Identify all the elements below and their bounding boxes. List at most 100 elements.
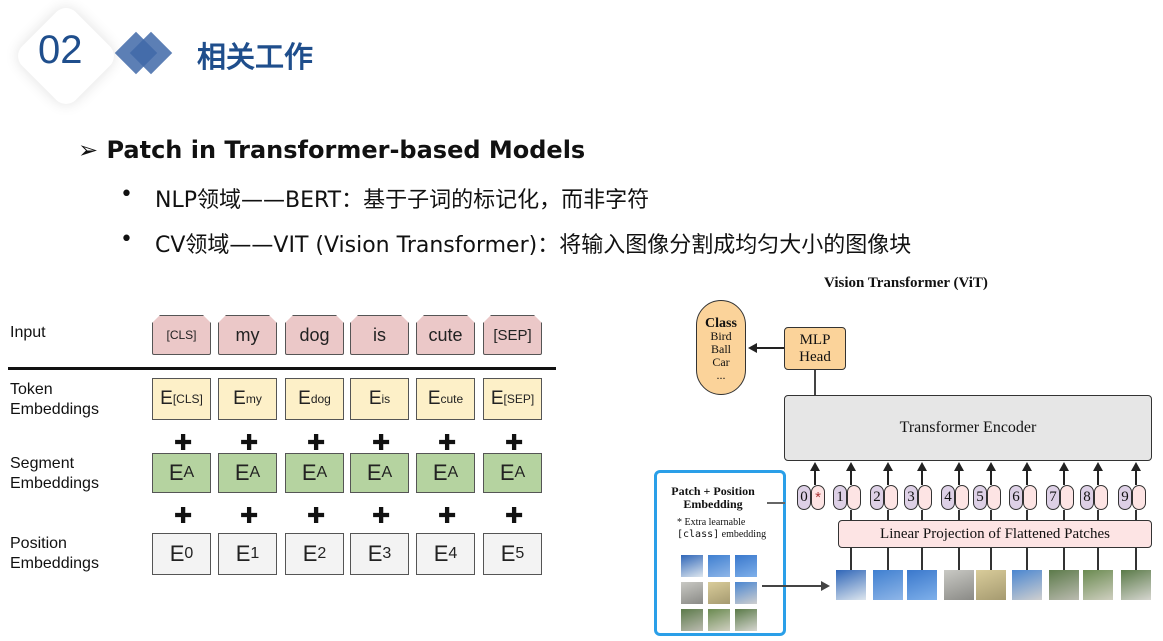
connector [958, 548, 960, 570]
image-patch [1083, 570, 1113, 600]
e-symbol: E [160, 388, 173, 409]
token-text: cute [428, 324, 463, 345]
token-embedding: E[CLS] [152, 378, 211, 420]
arrow-bullet-icon: ➢ [78, 136, 107, 164]
arrow-right-icon [767, 502, 785, 504]
vit-title: Vision Transformer (ViT) [824, 275, 988, 291]
e-symbol: E [500, 541, 516, 566]
patch-token [1132, 485, 1146, 510]
connector [1063, 510, 1065, 520]
connector [1135, 510, 1137, 520]
bullet-item: •CV领域——VIT (Vision Transformer)：将输入图像分割成… [120, 227, 912, 258]
image-patch [735, 609, 757, 631]
position-token: 7 [1046, 485, 1060, 510]
token-text: dog [299, 324, 330, 345]
subscript: cute [440, 392, 464, 406]
patch-token [1023, 485, 1037, 510]
image-patch [708, 609, 730, 631]
class-item: Car [712, 355, 730, 369]
legend-note: * Extra learnable [677, 517, 746, 528]
subscript: [SEP] [503, 392, 535, 406]
position-token: 9 [1118, 485, 1132, 510]
subscript: 4 [448, 545, 458, 562]
image-patch [681, 582, 703, 604]
plus-icon: ✚ [438, 503, 457, 528]
token-embedding: E[SEP] [483, 378, 542, 420]
e-symbol: E [235, 541, 251, 566]
subscript: is [381, 392, 391, 406]
e-symbol: E [368, 388, 382, 409]
legend-code: [class] [677, 529, 720, 540]
connector [1063, 548, 1065, 570]
patch-token [1060, 485, 1074, 510]
image-patch [907, 570, 937, 600]
image-patch [976, 570, 1006, 600]
legend-note-2: [class] embedding [677, 529, 766, 540]
e-symbol: E [234, 460, 250, 485]
class-item: ... [716, 368, 726, 382]
e-symbol: E [301, 460, 317, 485]
subscript: 2 [317, 545, 327, 562]
input-token: dog [285, 315, 344, 355]
connector [990, 510, 992, 520]
position-token: 4 [941, 485, 955, 510]
connector [958, 510, 960, 520]
connector [1097, 548, 1099, 570]
connector [850, 510, 852, 520]
arrow-up-icon [1022, 462, 1032, 485]
subscript: A [514, 464, 526, 481]
e-symbol: E [490, 388, 504, 409]
image-patch [944, 570, 974, 600]
position-token: 2 [870, 485, 884, 510]
arrow-up-icon [1131, 462, 1141, 485]
connector [887, 510, 889, 520]
page-title: 相关工作 [197, 40, 314, 74]
image-patch [1049, 570, 1079, 600]
connector [887, 548, 889, 570]
input-token: my [218, 315, 277, 355]
arrow-left-icon [748, 343, 784, 353]
e-symbol: E [298, 388, 311, 409]
subscript: A [381, 464, 393, 481]
token-text: [SEP] [493, 326, 532, 344]
subscript: 3 [382, 545, 392, 562]
divider [8, 367, 556, 370]
plus-icon: ✚ [438, 430, 457, 455]
subscript: 5 [515, 545, 525, 562]
arrow-up-icon [986, 462, 996, 485]
connector [921, 510, 923, 520]
image-patch [708, 582, 730, 604]
e-symbol: E [367, 541, 383, 566]
token-text: [CLS] [166, 328, 197, 342]
input-token: [SEP] [483, 315, 542, 355]
section-number: 02 [38, 28, 83, 72]
e-symbol: E [427, 388, 441, 409]
patch-token [1094, 485, 1108, 510]
connector [1026, 510, 1028, 520]
connector [1097, 510, 1099, 520]
patch-token [987, 485, 1001, 510]
image-patch [681, 555, 703, 577]
arrow-up-icon [810, 462, 820, 485]
e-symbol: E [366, 460, 382, 485]
subscript: dog [310, 392, 331, 406]
row-label-segment: Segment Embeddings [10, 455, 99, 492]
input-token: is [350, 315, 409, 355]
class-item: Bird [710, 329, 732, 343]
patch-token [847, 485, 861, 510]
position-token: 0 [797, 485, 811, 510]
image-patch [1012, 570, 1042, 600]
arrow-up-icon [1093, 462, 1103, 485]
linear-projection: Linear Projection of Flattened Patches [838, 520, 1152, 548]
row-label-position: Position Embeddings [10, 535, 99, 572]
e-symbol: E [499, 460, 515, 485]
e-symbol: E [233, 388, 246, 409]
class-token: * [811, 485, 825, 510]
connector [850, 548, 852, 570]
